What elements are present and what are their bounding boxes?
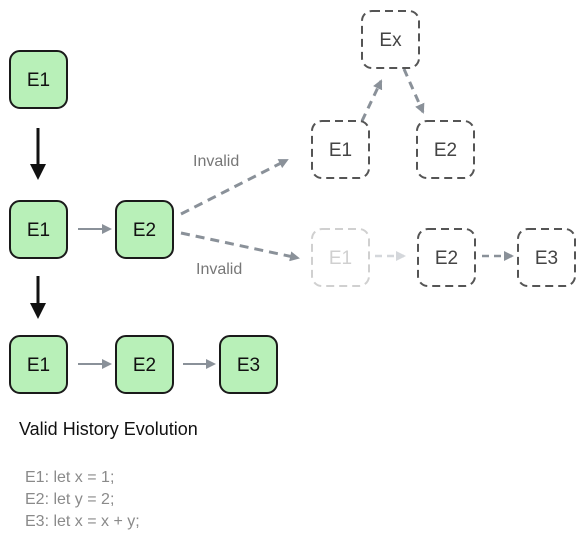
node-label: E2: [434, 140, 457, 161]
node-e2-branch-b: E2: [417, 228, 476, 287]
node-label: E2: [435, 248, 458, 269]
invalid-label-upper: Invalid: [193, 153, 239, 170]
node-label: E2: [133, 355, 156, 376]
legend-line: E2: let y = 2;: [25, 491, 115, 508]
node-e1-top: E1: [9, 50, 68, 109]
node-e2-branch-a: E2: [416, 120, 475, 179]
invalid-edge-lower: [180, 231, 300, 262]
legend: E1: let x = 1; E2: let y = 2; E3: let x …: [25, 467, 140, 533]
node-e2-bot: E2: [115, 335, 174, 394]
node-label: E1: [27, 355, 50, 376]
node-label: Ex: [379, 30, 402, 51]
edge-ex-e2: [402, 68, 425, 114]
node-e1-bot: E1: [9, 335, 68, 394]
legend-line: E3: let x = x + y;: [25, 513, 140, 530]
node-label: E2: [133, 220, 156, 241]
node-label: E1: [329, 248, 352, 269]
edge-e1-ex: [360, 79, 383, 122]
node-e3-branch-b: E3: [517, 228, 576, 287]
legend-line: E1: let x = 1;: [25, 469, 115, 486]
node-label: E1: [329, 140, 352, 161]
node-e1-branch-a: E1: [311, 120, 370, 179]
node-e2-mid: E2: [115, 200, 174, 259]
evolution-arrow-2: [30, 276, 46, 319]
diagram-caption: Valid History Evolution: [19, 419, 198, 439]
node-label: E3: [237, 355, 260, 376]
invalid-label-lower: Invalid: [196, 261, 242, 278]
node-label: E3: [535, 248, 558, 269]
node-e1-branch-b-faded: E1: [311, 228, 370, 287]
invalid-edge-upper: [180, 158, 289, 216]
node-label: E1: [27, 220, 50, 241]
node-e1-mid: E1: [9, 200, 68, 259]
node-ex-branch: Ex: [361, 10, 420, 69]
evolution-arrow-1: [30, 128, 46, 180]
node-label: E1: [27, 70, 50, 91]
node-e3-bot: E3: [219, 335, 278, 394]
